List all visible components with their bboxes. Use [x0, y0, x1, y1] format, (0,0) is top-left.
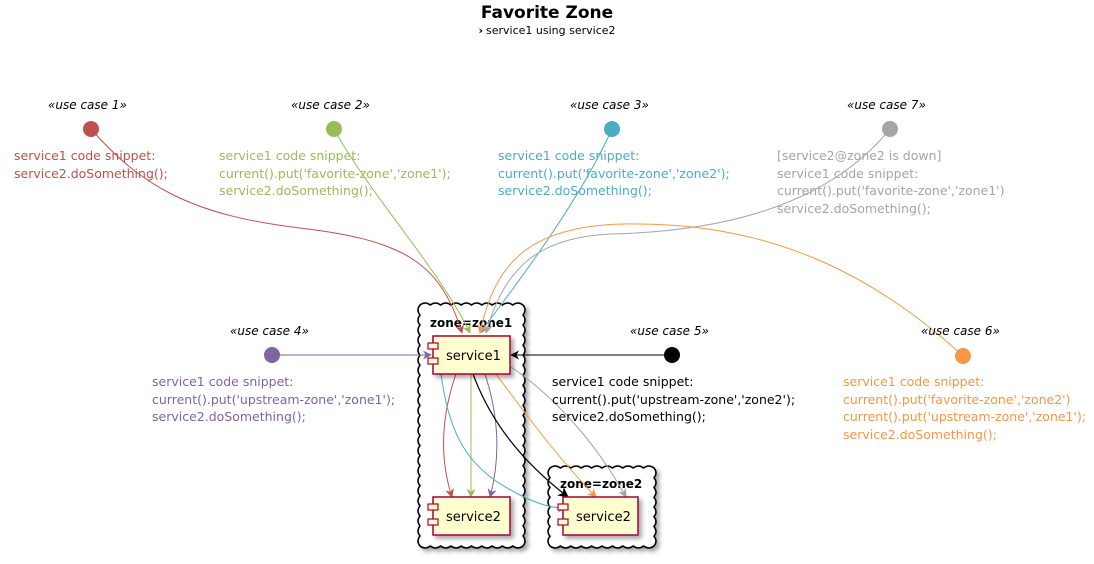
- use-case-dot-icon: [264, 347, 280, 363]
- use-case-4[interactable]: «use case 4» service1 code snippet: curr…: [152, 324, 399, 424]
- component-zone1-service1[interactable]: service1: [427, 335, 511, 375]
- component-notch-icon: [427, 503, 439, 511]
- use-case-snippet: service1 code snippet: current().put('fa…: [219, 148, 455, 198]
- component-notch-icon: [427, 357, 439, 365]
- use-case-1[interactable]: «use case 1» service1 code snippet: serv…: [14, 98, 168, 181]
- edge-uc1-service1-to-zone1-service2: [443, 373, 457, 498]
- use-case-dot-icon: [326, 121, 342, 137]
- use-case-snippet: [service2@zone2 is down] service1 code s…: [777, 148, 1008, 216]
- component-label: service2: [576, 510, 631, 525]
- chevron-right-icon: ›: [478, 24, 484, 37]
- use-case-dot-icon: [83, 121, 99, 137]
- use-case-stereotype: «use case 7»: [847, 98, 926, 112]
- use-case-snippet: service1 code snippet: current().put('up…: [152, 374, 399, 424]
- edge-uc7-service1-to-zone2-service2: [510, 366, 627, 498]
- use-case-snippet: service1 code snippet: service2.doSometh…: [14, 148, 168, 181]
- use-case-stereotype: «use case 3»: [570, 98, 649, 112]
- edge-uc2-to-service1: [333, 128, 471, 334]
- use-case-5[interactable]: «use case 5» service1 code snippet: curr…: [552, 324, 799, 424]
- use-case-stereotype: «use case 4»: [230, 324, 309, 338]
- use-case-2[interactable]: «use case 2» service1 code snippet: curr…: [219, 98, 455, 198]
- use-case-dot-icon: [882, 121, 898, 137]
- component-notch-icon: [427, 518, 439, 526]
- component-zone2-service2[interactable]: service2: [557, 496, 639, 536]
- component-notch-icon: [427, 342, 439, 350]
- use-case-6[interactable]: «use case 6» service1 code snippet: curr…: [843, 324, 1090, 442]
- edge-uc3-service1-to-zone2-service2: [440, 373, 567, 513]
- component-zone1-service2[interactable]: service2: [427, 496, 511, 536]
- use-case-3[interactable]: «use case 3» service1 code snippet: curr…: [498, 98, 734, 198]
- use-case-dot-icon: [604, 121, 620, 137]
- zone-label: zone=zone1: [430, 316, 512, 330]
- use-case-edges: [90, 128, 964, 360]
- use-case-snippet: service1 code snippet: current().put('fa…: [843, 374, 1090, 442]
- use-case-snippet: service1 code snippet: current().put('fa…: [498, 148, 734, 198]
- component-label: service2: [446, 510, 501, 525]
- use-case-7[interactable]: «use case 7» [service2@zone2 is down] se…: [777, 98, 1008, 216]
- diagram-title: Favorite Zone: [480, 3, 614, 23]
- use-case-stereotype: «use case 6»: [921, 324, 1000, 338]
- use-case-stereotype: «use case 1»: [48, 98, 127, 112]
- service-edges: [440, 366, 627, 513]
- use-case-dot-icon: [955, 348, 971, 364]
- use-case-snippet: service1 code snippet: current().put('up…: [552, 374, 799, 424]
- edge-uc6-to-service1: [477, 223, 964, 357]
- edge-uc7-to-service1: [483, 128, 891, 334]
- edge-uc6-service1-to-zone2-service2: [495, 373, 597, 498]
- edge-uc1-to-service1: [90, 128, 464, 334]
- use-case-stereotype: «use case 2»: [291, 98, 370, 112]
- use-case-stereotype: «use case 5»: [630, 324, 709, 338]
- component-notch-icon: [557, 518, 569, 526]
- zone-label: zone=zone2: [560, 477, 642, 491]
- diagram-subtitle: ›service1 using service2: [0, 24, 1094, 37]
- use-case-dot-icon: [664, 347, 680, 363]
- component-notch-icon: [557, 503, 569, 511]
- edge-uc4-service1-to-zone1-service2: [484, 373, 498, 498]
- component-label: service1: [446, 349, 501, 364]
- edge-uc5-service1-to-zone2-service2: [472, 373, 569, 498]
- subtitle-text: service1 using service2: [486, 24, 616, 37]
